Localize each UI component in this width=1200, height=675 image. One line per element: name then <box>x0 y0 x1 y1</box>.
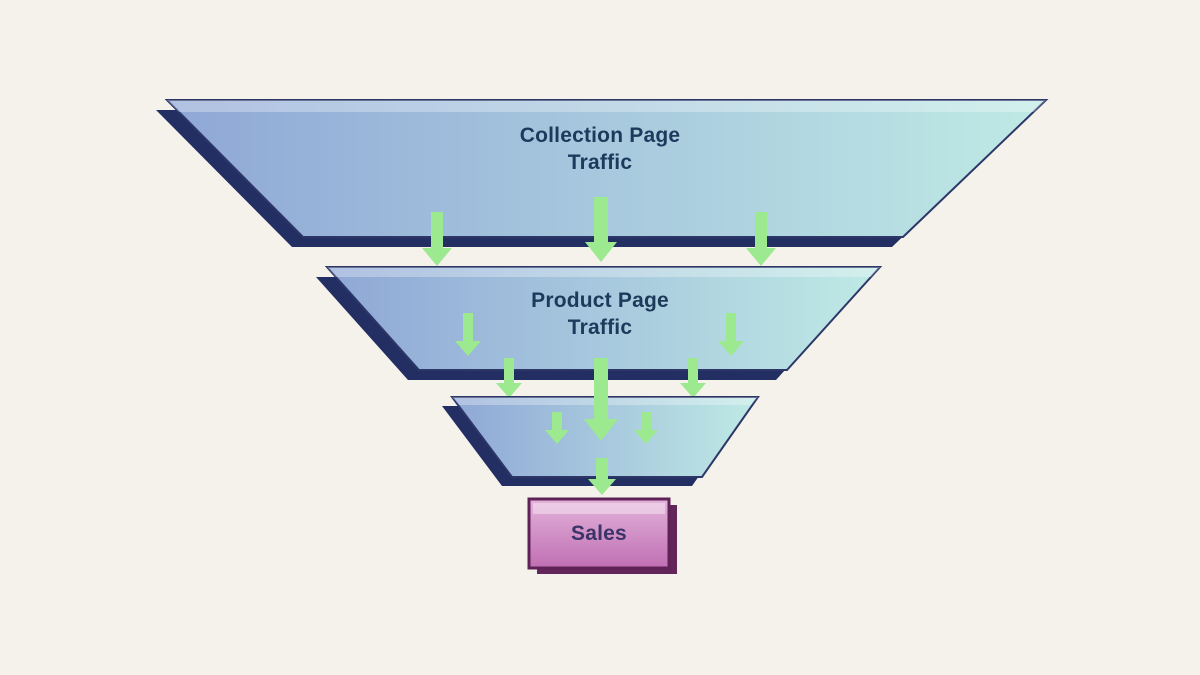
down-arrow-l1-right <box>746 212 776 266</box>
down-arrow-l1-center <box>585 197 617 262</box>
down-arrow-l3-inner-right <box>634 412 658 444</box>
funnel-level-3-shape <box>450 396 760 478</box>
funnel-level-2-label: Product Page Traffic <box>531 289 669 339</box>
sales-box <box>527 497 671 570</box>
down-arrow-l2-inner-right <box>718 313 744 356</box>
funnel-level-1-highlight <box>167 100 1046 112</box>
sales-label: Sales <box>571 521 627 545</box>
down-arrow-l2-center-long <box>584 358 618 441</box>
funnel-level-2-highlight <box>327 267 880 277</box>
down-arrow-l1-left <box>422 212 452 266</box>
down-arrow-to-sales <box>588 458 616 495</box>
down-arrow-l2-inner-left <box>455 313 481 356</box>
sales-box-highlight <box>533 503 665 514</box>
funnel-level-1-label: Collection Page Traffic <box>519 124 681 174</box>
funnel-level-1-shape <box>164 99 1049 238</box>
down-arrow-l2-right <box>680 358 706 398</box>
down-arrow-l3-inner-left <box>545 412 569 444</box>
down-arrow-l2-left <box>496 358 522 398</box>
